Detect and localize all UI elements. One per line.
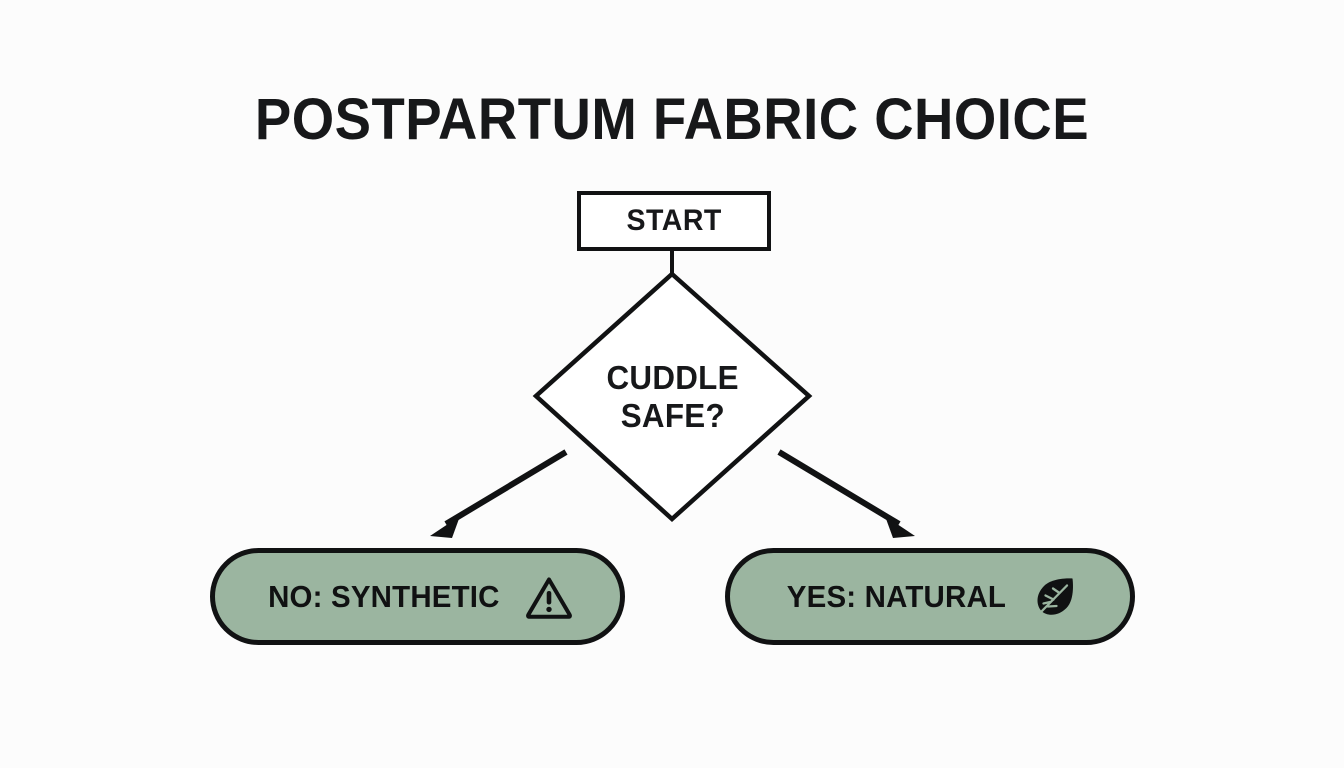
node-outcome-yes[interactable]: YES: NATURAL [725, 548, 1135, 645]
node-decision[interactable]: CUDDLE SAFE? [534, 272, 811, 521]
node-outcome-no-label: NO: SYNTHETIC [267, 578, 500, 614]
node-decision-label-line2: SAFE? [620, 396, 725, 434]
node-decision-label: CUDDLE SAFE? [534, 272, 811, 521]
warning-triangle-icon [526, 577, 573, 619]
page-title: POSTPARTUM FABRIC CHOICE [254, 87, 1090, 152]
node-start[interactable]: START [577, 191, 771, 251]
leaf-icon [1037, 577, 1074, 615]
node-outcome-yes-label: YES: NATURAL [786, 578, 1006, 614]
decision-diamond-shape [532, 270, 813, 523]
node-outcome-no[interactable]: NO: SYNTHETIC [210, 548, 625, 645]
node-start-label: START [626, 204, 722, 237]
edge-decision-to-yes [777, 449, 915, 538]
node-decision-label-line1: CUDDLE [606, 358, 739, 396]
edge-decision-to-no [430, 449, 568, 538]
